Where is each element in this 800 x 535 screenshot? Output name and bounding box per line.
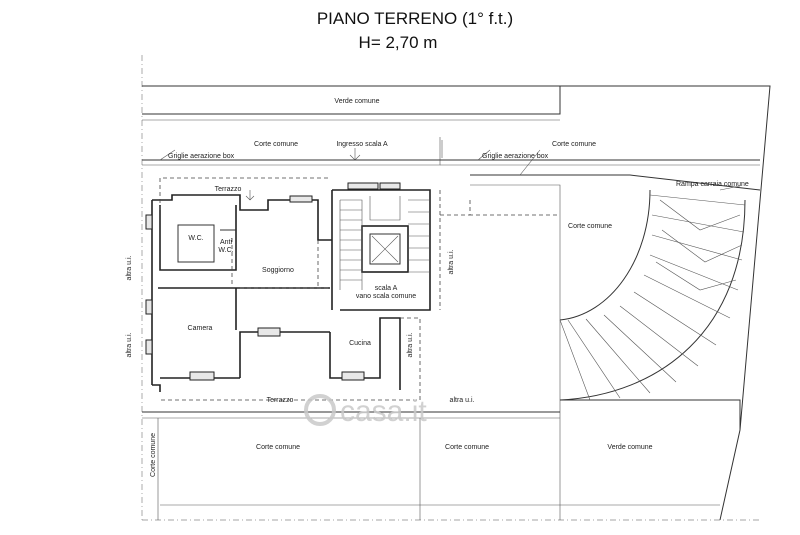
plan-title-line2: H= 2,70 m: [359, 33, 438, 52]
label-wc: W.C.: [188, 235, 203, 242]
label-terrazzo-top: Terrazzo: [215, 186, 242, 193]
label-altra-ui-right-top: altra u.i.: [448, 249, 455, 274]
plan-title-line1: PIANO TERRENO (1° f.t.): [317, 9, 513, 28]
label-altra-ui-bottom: altra u.i.: [450, 397, 475, 404]
label-griglie-left: Griglie aerazione box: [168, 153, 235, 160]
window-marks: [145, 182, 401, 381]
label-ingresso-scala-a: Ingresso scala A: [336, 141, 388, 148]
label-anti-wc-2: W.C.: [218, 247, 233, 254]
label-altra-ui-left-mid: altra u.i.: [126, 332, 133, 357]
label-verde-comune-top: Verde comune: [334, 98, 379, 105]
label-altra-ui-left-top: altra u.i.: [126, 255, 133, 280]
label-anti-wc-1: Anti: [220, 239, 233, 246]
verde-comune-strip: [142, 85, 561, 121]
label-terrazzo-bottom: Terrazzo: [267, 397, 294, 404]
label-corte-comune-bottom-mid: Corte comune: [445, 444, 489, 451]
label-corte-comune-bottom-left: Corte comune: [256, 444, 300, 451]
apartment-walls: [151, 189, 431, 392]
label-corte-comune-top: Corte comune: [254, 141, 298, 148]
label-soggiorno: Soggiorno: [262, 267, 294, 274]
label-corte-comune-right: Corte comune: [568, 223, 612, 230]
label-altra-ui-right-mid: altra u.i.: [407, 332, 414, 357]
watermark: casa.it: [304, 394, 427, 428]
watermark-text: casa.it: [340, 395, 427, 428]
site-outline: [142, 85, 771, 521]
label-camera: Camera: [188, 325, 213, 332]
label-scala-a-2: vano scala comune: [356, 293, 416, 300]
label-corte-comune-top-right: Corte comune: [552, 141, 596, 148]
entry-arrows: [159, 140, 741, 201]
label-scala-a-1: scala A: [375, 285, 398, 292]
rampa-carraia: [559, 189, 746, 401]
label-verde-comune-bottom: Verde comune: [607, 444, 652, 451]
label-cucina: Cucina: [349, 340, 371, 347]
stairwell: [339, 196, 430, 290]
label-rampa: Rampa carraia comune: [676, 181, 749, 188]
label-corte-comune-vertical: Corte comune: [150, 433, 157, 477]
label-griglie-right: Griglie aerazione box: [482, 153, 549, 160]
terrace-dashes: [159, 177, 560, 401]
